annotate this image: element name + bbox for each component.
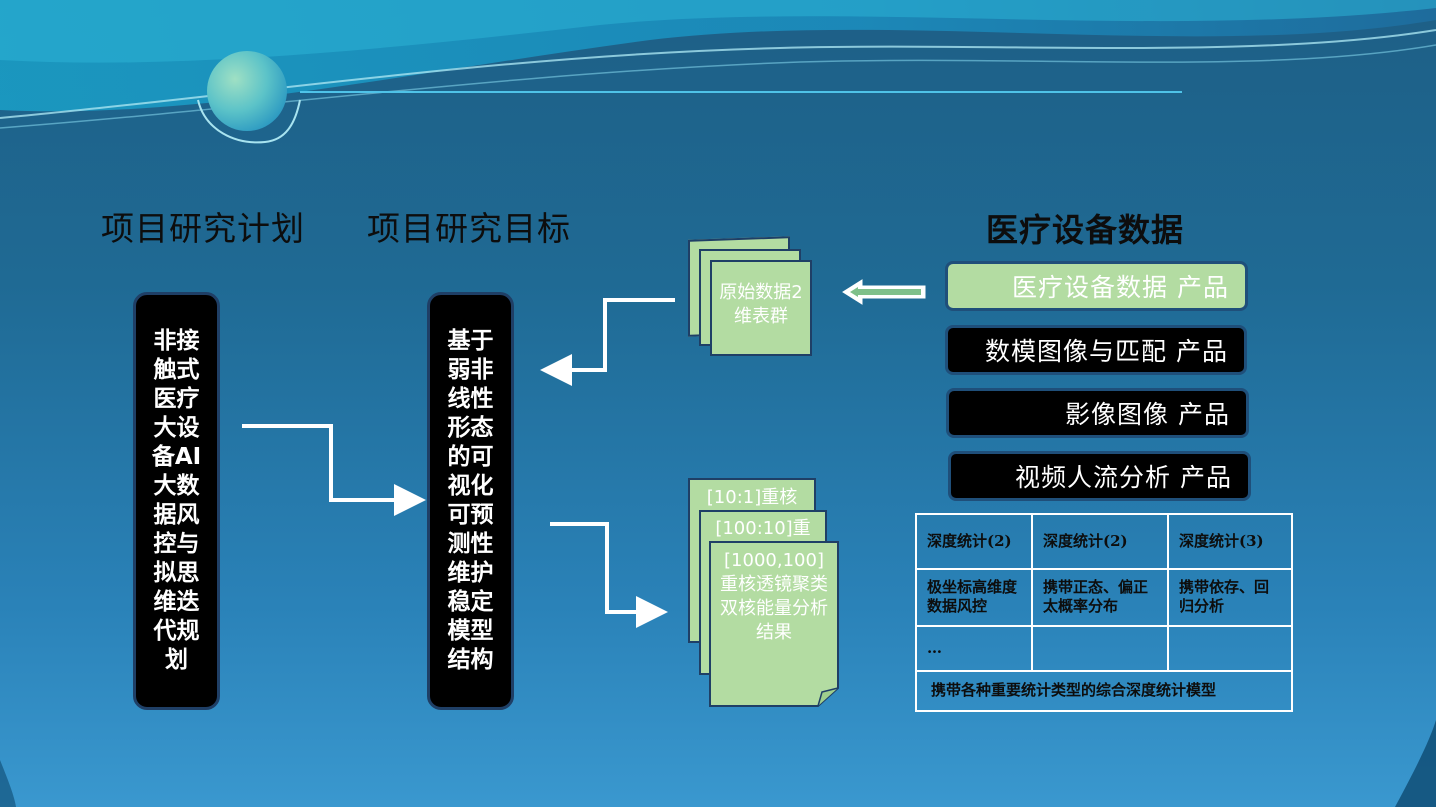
product-label: 视频人流分析 产品 — [1015, 463, 1232, 492]
result-doc-3-label: [1000,100]重核透镜聚类双核能量分析结果 — [720, 550, 828, 643]
plan-box-text: 非接触式医疗大设备AI大数据风控与拟思维迭代规划 — [151, 328, 202, 673]
arrow-product-to-data — [842, 279, 926, 305]
table-cell: 极坐标高维度数据风控 — [915, 567, 1033, 628]
arrow-plan-to-goal — [242, 424, 426, 516]
product-label: 医疗设备数据 产品 — [1012, 273, 1229, 302]
table-cell: … — [915, 625, 1033, 672]
product-video-crowd-analysis[interactable]: 视频人流分析 产品 — [948, 451, 1251, 501]
result-doc-1-label: [10:1]重核 — [706, 487, 798, 508]
arrow-data-to-goal — [540, 298, 675, 386]
table-cell: 携带依存、回归分析 — [1167, 567, 1293, 628]
table-cell — [1031, 625, 1169, 672]
plan-box: 非接触式医疗大设备AI大数据风控与拟思维迭代规划 — [133, 292, 220, 710]
product-imaging[interactable]: 影像图像 产品 — [946, 388, 1249, 438]
product-model-image-matching[interactable]: 数模图像与匹配 产品 — [945, 325, 1247, 375]
result-doc-2-label: [100:10]重 — [715, 518, 811, 539]
goal-box: 基于弱非线性形态的可视化可预测性维护稳定模型结构 — [427, 292, 514, 710]
table-row: 携带各种重要统计类型的综合深度统计模型 — [915, 669, 1293, 713]
product-medical-device-data[interactable]: 医疗设备数据 产品 — [945, 261, 1248, 311]
table-row: 深度统计(2) 深度统计(2) 深度统计(3) — [915, 513, 1293, 570]
table-cell: 携带正态、偏正太概率分布 — [1031, 567, 1169, 628]
table-cell: 深度统计(2) — [1031, 513, 1169, 570]
data-source-heading: 医疗设备数据 — [986, 211, 1185, 249]
decorative-orb — [207, 51, 287, 131]
table-cell — [1167, 625, 1293, 672]
arrow-goal-to-results — [550, 522, 668, 628]
plan-heading: 项目研究计划 — [101, 209, 305, 248]
product-label: 数模图像与匹配 产品 — [985, 337, 1228, 366]
goal-box-text: 基于弱非线性形态的可视化可预测性维护稳定模型结构 — [447, 328, 494, 673]
table-cell: 深度统计(2) — [915, 513, 1033, 570]
goal-heading: 项目研究目标 — [367, 209, 571, 248]
raw-data-label: 原始数据2维表群 — [719, 282, 803, 327]
raw-data-doc-front — [710, 260, 812, 356]
table-cell: 深度统计(3) — [1167, 513, 1293, 570]
deep-statistics-table: 深度统计(2) 深度统计(2) 深度统计(3) 极坐标高维度数据风控 携带正态、… — [915, 513, 1293, 713]
product-label: 影像图像 产品 — [1065, 400, 1230, 429]
table-row: 极坐标高维度数据风控 携带正态、偏正太概率分布 携带依存、回归分析 — [915, 567, 1293, 628]
table-row: … — [915, 625, 1293, 672]
table-footer-cell: 携带各种重要统计类型的综合深度统计模型 — [915, 669, 1293, 713]
